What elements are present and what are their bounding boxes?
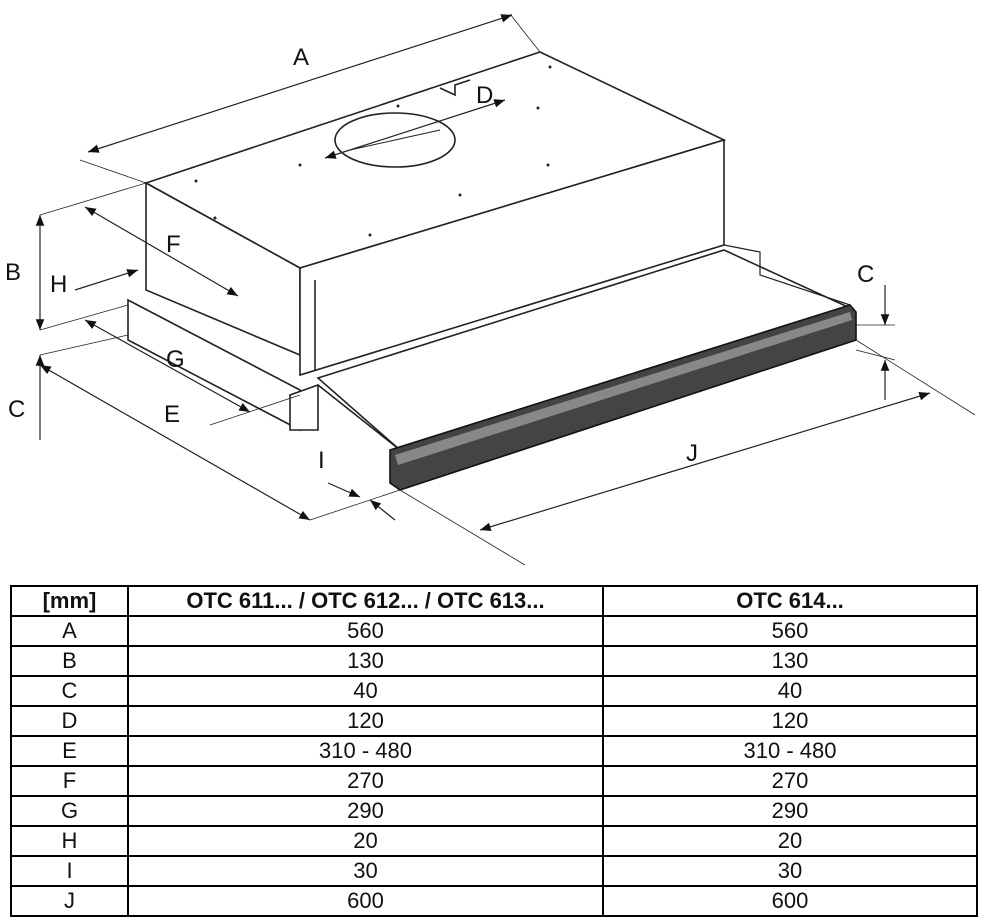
label-i: I (318, 447, 325, 474)
label-e: E (164, 401, 180, 428)
hood-body (127, 51, 857, 491)
dimension-key: H (10, 825, 129, 857)
dimension-key: D (10, 705, 129, 737)
dimension-key: I (10, 855, 129, 887)
label-c-right: C (857, 261, 874, 288)
dimension-key: B (10, 645, 129, 677)
header-unit: [mm] (10, 585, 129, 617)
value-otc-614: 20 (602, 825, 978, 857)
dimension-labels: A D F B H G C E I J C (5, 44, 874, 474)
label-a: A (293, 44, 309, 71)
value-otc-611-613: 560 (127, 615, 604, 647)
value-otc-611-613: 120 (127, 705, 604, 737)
header-model-group-2: OTC 614... (602, 585, 978, 617)
dimensions-table: [mm] OTC 611... / OTC 612... / OTC 613..… (10, 585, 978, 917)
label-b: B (5, 259, 21, 286)
label-g: G (166, 346, 185, 373)
dimension-key: F (10, 765, 129, 797)
value-otc-611-613: 130 (127, 645, 604, 677)
value-otc-614: 130 (602, 645, 978, 677)
dimension-key: E (10, 735, 129, 767)
value-otc-611-613: 270 (127, 765, 604, 797)
dimension-key: G (10, 795, 129, 827)
header-model-group-1: OTC 611... / OTC 612... / OTC 613... (127, 585, 604, 617)
dimension-key: J (10, 885, 129, 917)
value-otc-611-613: 30 (127, 855, 604, 887)
value-otc-611-613: 310 - 480 (127, 735, 604, 767)
value-otc-611-613: 600 (127, 885, 604, 917)
value-otc-614: 600 (602, 885, 978, 917)
value-otc-611-613: 290 (127, 795, 604, 827)
label-c-left: C (8, 396, 25, 423)
value-otc-614: 120 (602, 705, 978, 737)
label-d: D (476, 82, 493, 109)
label-h: H (50, 271, 67, 298)
value-otc-614: 290 (602, 795, 978, 827)
value-otc-614: 560 (602, 615, 978, 647)
label-j: J (686, 440, 698, 467)
dimension-key: C (10, 675, 129, 707)
value-otc-614: 310 - 480 (602, 735, 978, 767)
dimension-key: A (10, 615, 129, 647)
hood-dimension-drawing: A D F B H G C E I J C (5, 13, 976, 566)
value-otc-614: 40 (602, 675, 978, 707)
value-otc-611-613: 40 (127, 675, 604, 707)
value-otc-614: 270 (602, 765, 978, 797)
dimension-lines (35, 13, 976, 566)
label-f: F (166, 231, 181, 258)
table-header-row: [mm] OTC 611... / OTC 612... / OTC 613..… (10, 585, 978, 617)
value-otc-614: 30 (602, 855, 978, 887)
value-otc-611-613: 20 (127, 825, 604, 857)
